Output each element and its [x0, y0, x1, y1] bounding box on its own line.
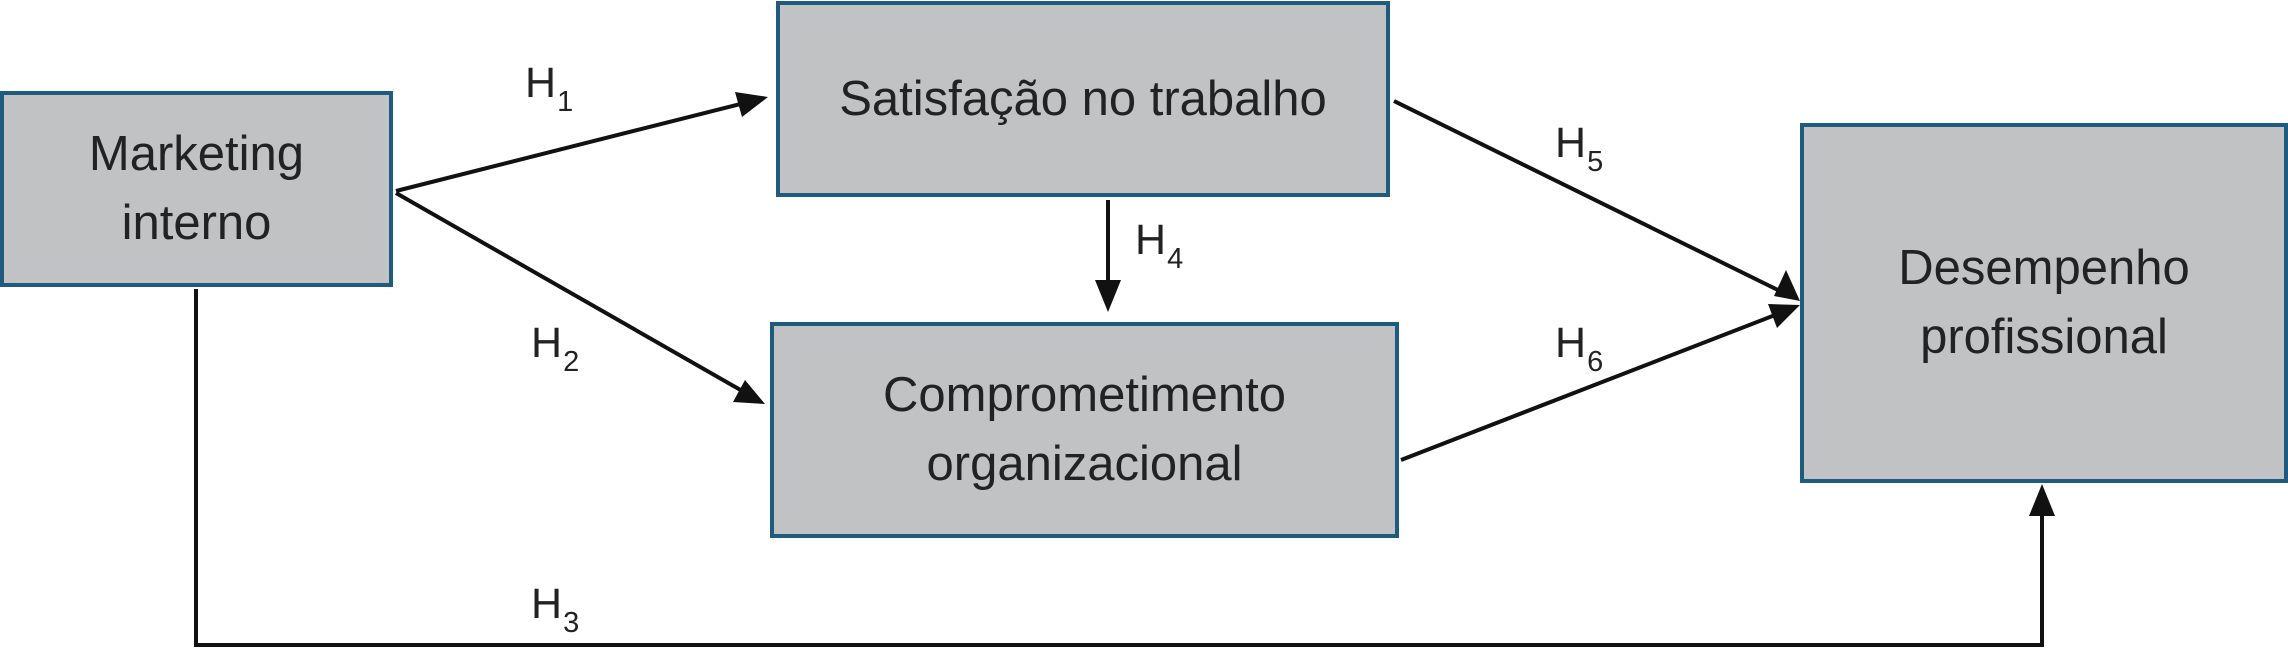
arrowhead-h2 [733, 380, 765, 404]
desempenho-box: Desempenho profissional [1800, 123, 2288, 483]
arrow-h2 [395, 191, 759, 402]
satisfacao-trabalho-box: Satisfação no trabalho [776, 1, 1390, 197]
desempenho-label: Desempenho profissional [1898, 241, 2190, 364]
label-h2: H2 [531, 319, 580, 378]
label-h3: H3 [531, 580, 580, 639]
comprometimento-label: Comprometimento organizacional [882, 368, 1287, 491]
arrow-h3 [194, 289, 2044, 647]
satisfacao-trabalho-label: Satisfação no trabalho [839, 71, 1327, 126]
label-h1: H1 [525, 59, 574, 118]
label-h4: H4 [1135, 216, 1184, 275]
marketing-interno-box: Marketing interno [0, 91, 393, 287]
arrowhead-h1 [735, 92, 768, 117]
label-h5: H5 [1555, 119, 1604, 178]
arrowhead-h3 [2029, 484, 2055, 516]
arrow-h1 [395, 96, 765, 193]
arrowhead-h5 [1774, 270, 1800, 301]
arrowhead-h6 [1768, 304, 1800, 328]
arrow-h6 [1400, 308, 1789, 462]
arrow-h5 [1393, 99, 1789, 297]
arrowhead-h4 [1095, 280, 1121, 312]
marketing-interno-label: Marketing interno [88, 127, 305, 250]
comprometimento-box: Comprometimento organizacional [770, 322, 1399, 538]
label-h6: H6 [1555, 319, 1604, 378]
